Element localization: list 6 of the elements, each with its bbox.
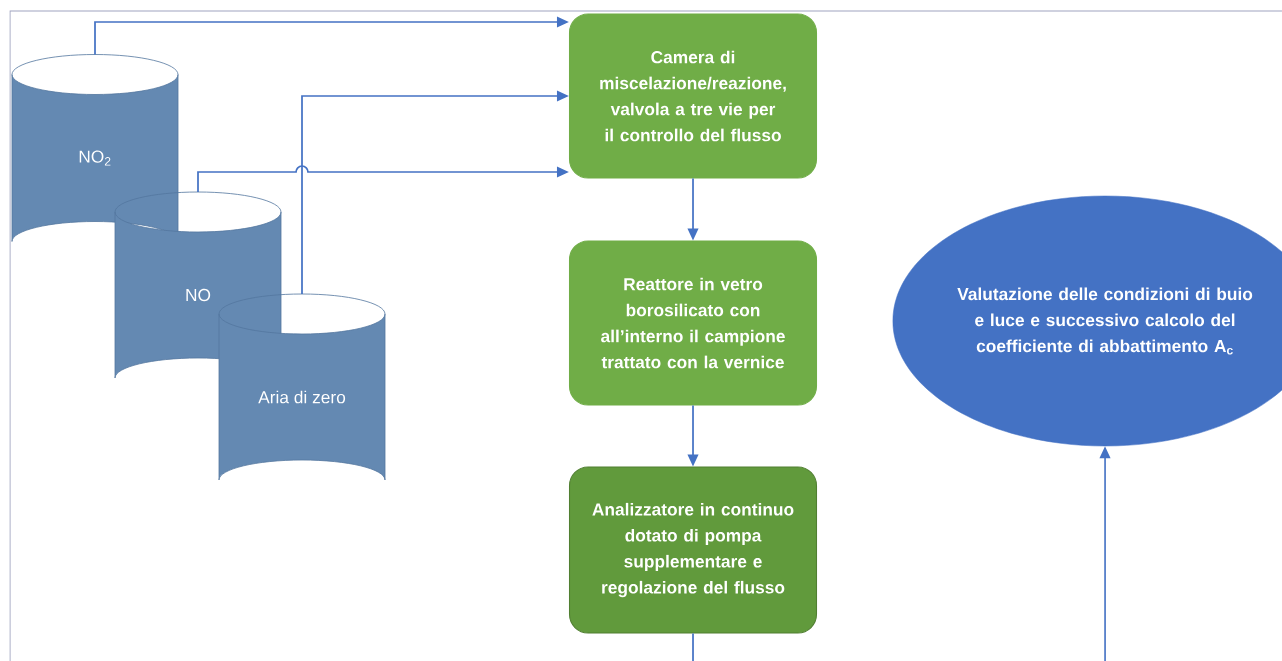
gas-cylinder: Aria di zero	[218, 293, 386, 481]
gas-cylinder: NO	[114, 191, 282, 379]
process-box: Camera di miscelazione/reazione, valvola a tre vie per il controllo del flusso	[568, 13, 818, 179]
process-box: Analizzatore in continuo dotato di pompa supplementare e regolazione del flusso	[568, 466, 818, 634]
process-box: Reattore in vetro borosilicato con all’interno il campione trattato con la vernice	[568, 240, 818, 406]
gas-cylinder: NO$_{2}$	[11, 54, 179, 242]
